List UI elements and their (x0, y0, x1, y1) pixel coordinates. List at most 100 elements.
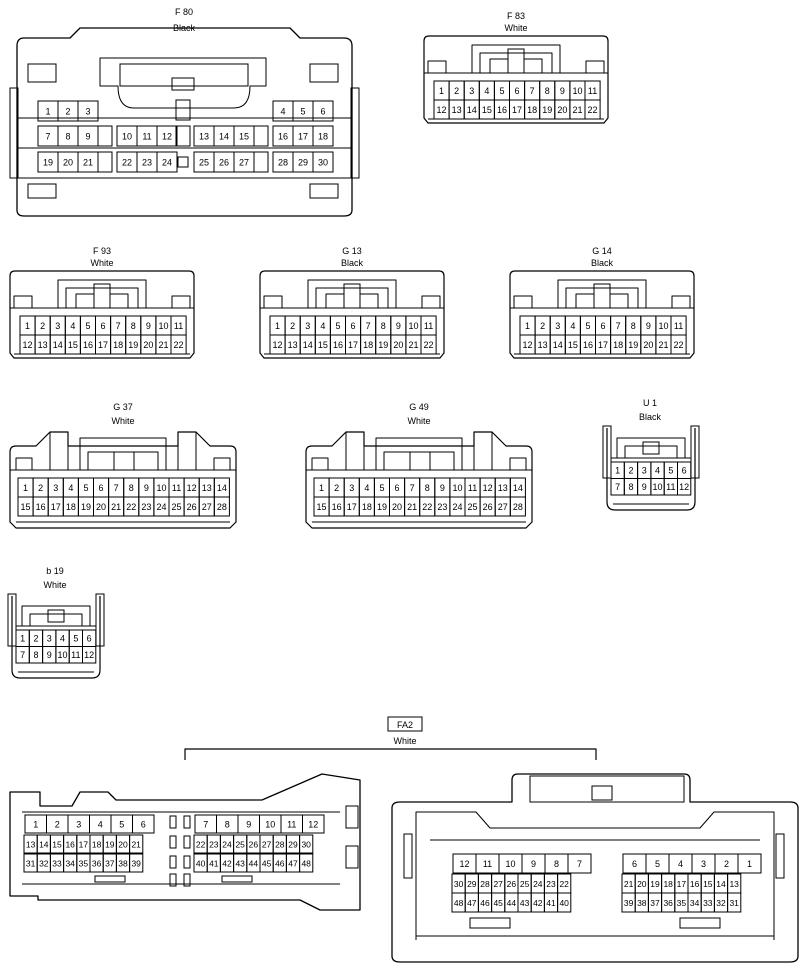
pin-label: 10 (408, 321, 418, 331)
pin-label: 13 (199, 131, 209, 141)
outline-rect (642, 441, 660, 455)
pin-label: 19 (43, 157, 53, 167)
pin-label: 9 (531, 859, 536, 869)
pin-label: 42 (222, 858, 232, 868)
outline-rect (169, 835, 177, 849)
pin-label: 13 (729, 879, 739, 889)
pin-label: 20 (63, 157, 73, 167)
outline-rect (156, 125, 178, 147)
outline-shape (79, 437, 167, 470)
pin-label: 47 (288, 858, 298, 868)
pin-label: 10 (658, 321, 668, 331)
pin-label: 25 (520, 879, 530, 889)
pin-label: 39 (131, 858, 141, 868)
pin-label: 30 (454, 879, 464, 889)
connector-g14: G 14Black1122133144155166177188199201021… (509, 246, 695, 359)
pin-label: 9 (642, 482, 647, 492)
pin-label: 32 (716, 898, 726, 908)
outline-rect (584, 99, 601, 120)
outline-shape (585, 60, 605, 73)
pin-label: 32 (39, 858, 49, 868)
pin-label: 43 (235, 858, 245, 868)
pin-label: 16 (583, 340, 593, 350)
pin-label: 8 (129, 483, 134, 493)
outline-rect (27, 63, 57, 83)
pin-label: 3 (85, 106, 90, 116)
pin-label: 19 (650, 879, 660, 889)
outline-rect (175, 125, 191, 147)
pin-label: 19 (105, 839, 115, 849)
pin-label: 8 (631, 321, 636, 331)
pin-label: 8 (33, 650, 38, 660)
pin-label: 18 (92, 839, 102, 849)
pin-label: 8 (554, 859, 559, 869)
pin-label: 46 (275, 858, 285, 868)
pin-label: 6 (101, 321, 106, 331)
connector-id: U 1 (643, 398, 657, 408)
pin-label: 11 (674, 321, 683, 331)
connector-f93: F 93White1122133144155166177188199201021… (9, 246, 195, 359)
pin-label: 9 (144, 483, 149, 493)
outline-rect (591, 785, 613, 801)
outline-shape (383, 451, 455, 470)
pin-label: 17 (298, 131, 308, 141)
pin-label: 8 (381, 321, 386, 331)
pin-label: 25 (199, 157, 209, 167)
pin-label: 43 (520, 898, 530, 908)
pin-label: 35 (79, 858, 89, 868)
pin-label: 9 (440, 483, 445, 493)
pin-label: 14 (53, 340, 63, 350)
pin-label: 28 (278, 157, 288, 167)
pin-label: 23 (142, 157, 152, 167)
outline-rect (171, 77, 195, 91)
pin-label: 26 (507, 879, 517, 889)
pin-label: 12 (308, 819, 318, 829)
outline-rect (775, 833, 785, 879)
outline-shape (305, 431, 533, 529)
outline-rect (170, 334, 187, 355)
connector-color: Black (591, 258, 614, 268)
pin-label: 16 (65, 839, 75, 849)
pin-label: 14 (217, 483, 227, 493)
pin-label: 11 (287, 819, 296, 829)
outline-rect (299, 853, 314, 873)
pin-label: 25 (468, 502, 478, 512)
connector-id: G 14 (592, 246, 612, 256)
outline-rect (9, 87, 19, 179)
outline-rect (299, 834, 314, 854)
pin-label: 21 (408, 340, 418, 350)
pin-label: 21 (131, 839, 141, 849)
pin-label: 2 (454, 86, 459, 96)
pin-label: 10 (265, 819, 275, 829)
pin-label: 12 (84, 650, 94, 660)
pin-label: 29 (467, 879, 477, 889)
pin-label: 6 (141, 819, 146, 829)
pin-label: 15 (52, 839, 62, 849)
pin-label: 8 (628, 482, 633, 492)
pin-label: 14 (39, 839, 49, 849)
outline-rect (175, 99, 191, 121)
pin-label: 12 (679, 482, 689, 492)
pin-label: 29 (298, 157, 308, 167)
pin-label: 44 (249, 858, 259, 868)
pin-label: 19 (81, 502, 91, 512)
outline-shape (87, 451, 159, 470)
outline-rect (557, 892, 572, 913)
pin-label: 22 (422, 502, 432, 512)
outline-shape (110, 293, 129, 308)
outline-shape (307, 279, 397, 308)
pin-label: 16 (690, 879, 700, 889)
outline-rect (183, 855, 191, 869)
pin-label: 4 (655, 466, 660, 476)
pin-label: 11 (424, 321, 433, 331)
pin-label: 10 (158, 321, 168, 331)
outline-shape (360, 293, 379, 308)
pin-label: 27 (202, 502, 212, 512)
pin-label: 21 (111, 502, 121, 512)
pin-label: 37 (105, 858, 115, 868)
pin-label: 5 (668, 466, 673, 476)
outline-rect (567, 853, 592, 874)
outline-shape (421, 295, 441, 308)
pin-label: 7 (20, 650, 25, 660)
